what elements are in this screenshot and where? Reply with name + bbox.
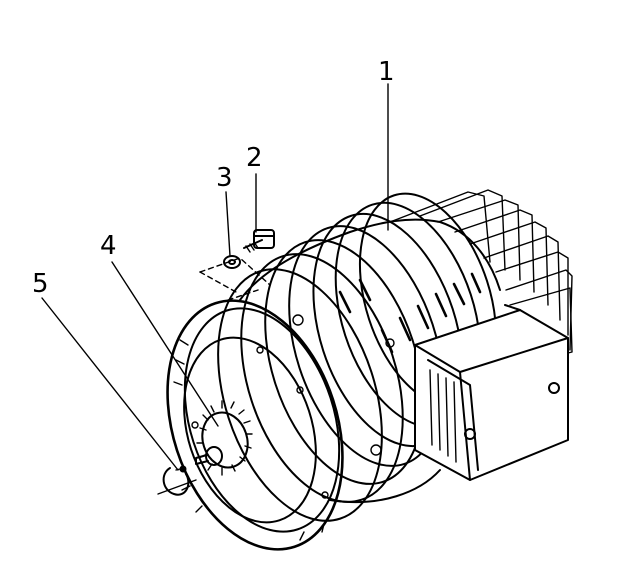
callout-4: 4: [100, 231, 117, 261]
lock-washer: [223, 255, 241, 269]
screw: [243, 229, 275, 253]
leader-lines: [41, 83, 389, 471]
assembly-guides: [199, 257, 271, 301]
pinion-gear: [195, 400, 253, 476]
front-flange: [166, 299, 344, 551]
callout-1: 1: [378, 57, 395, 87]
callout-3: 3: [216, 163, 233, 193]
retaining-clip: [157, 465, 197, 496]
terminal-box: [414, 304, 569, 481]
cooling-fins: [389, 189, 573, 361]
callout-5: 5: [32, 269, 49, 299]
callout-2: 2: [246, 143, 263, 173]
